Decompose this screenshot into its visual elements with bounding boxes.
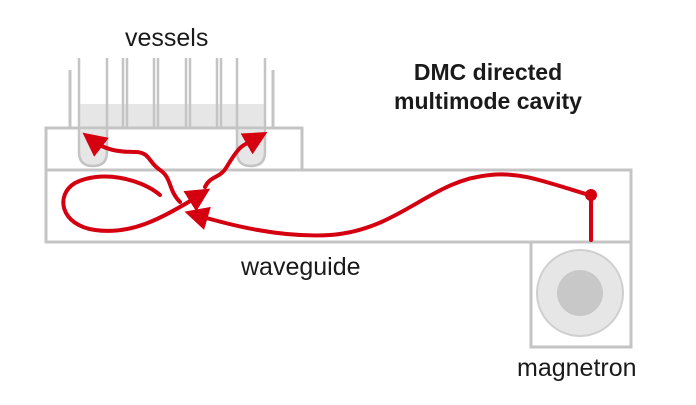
wave-loop (61, 174, 211, 233)
wave-to-left-vessel (82, 132, 182, 204)
waveguide-box (44, 168, 633, 244)
magnetron-inner (557, 270, 603, 316)
title-line-1: DMC directed (413, 59, 563, 85)
vessels-label: vessels (125, 24, 209, 52)
wave-main (184, 172, 591, 238)
liquid-fill (79, 104, 265, 128)
wave-to-right-vessel (203, 132, 268, 189)
diagram-title: DMC directed multimode cavity (368, 58, 608, 116)
vessel-tubes (77, 58, 267, 128)
waveguide-label: waveguide (241, 253, 361, 281)
title-line-2: multimode cavity (394, 88, 582, 114)
magnetron-label: magnetron (517, 354, 637, 382)
